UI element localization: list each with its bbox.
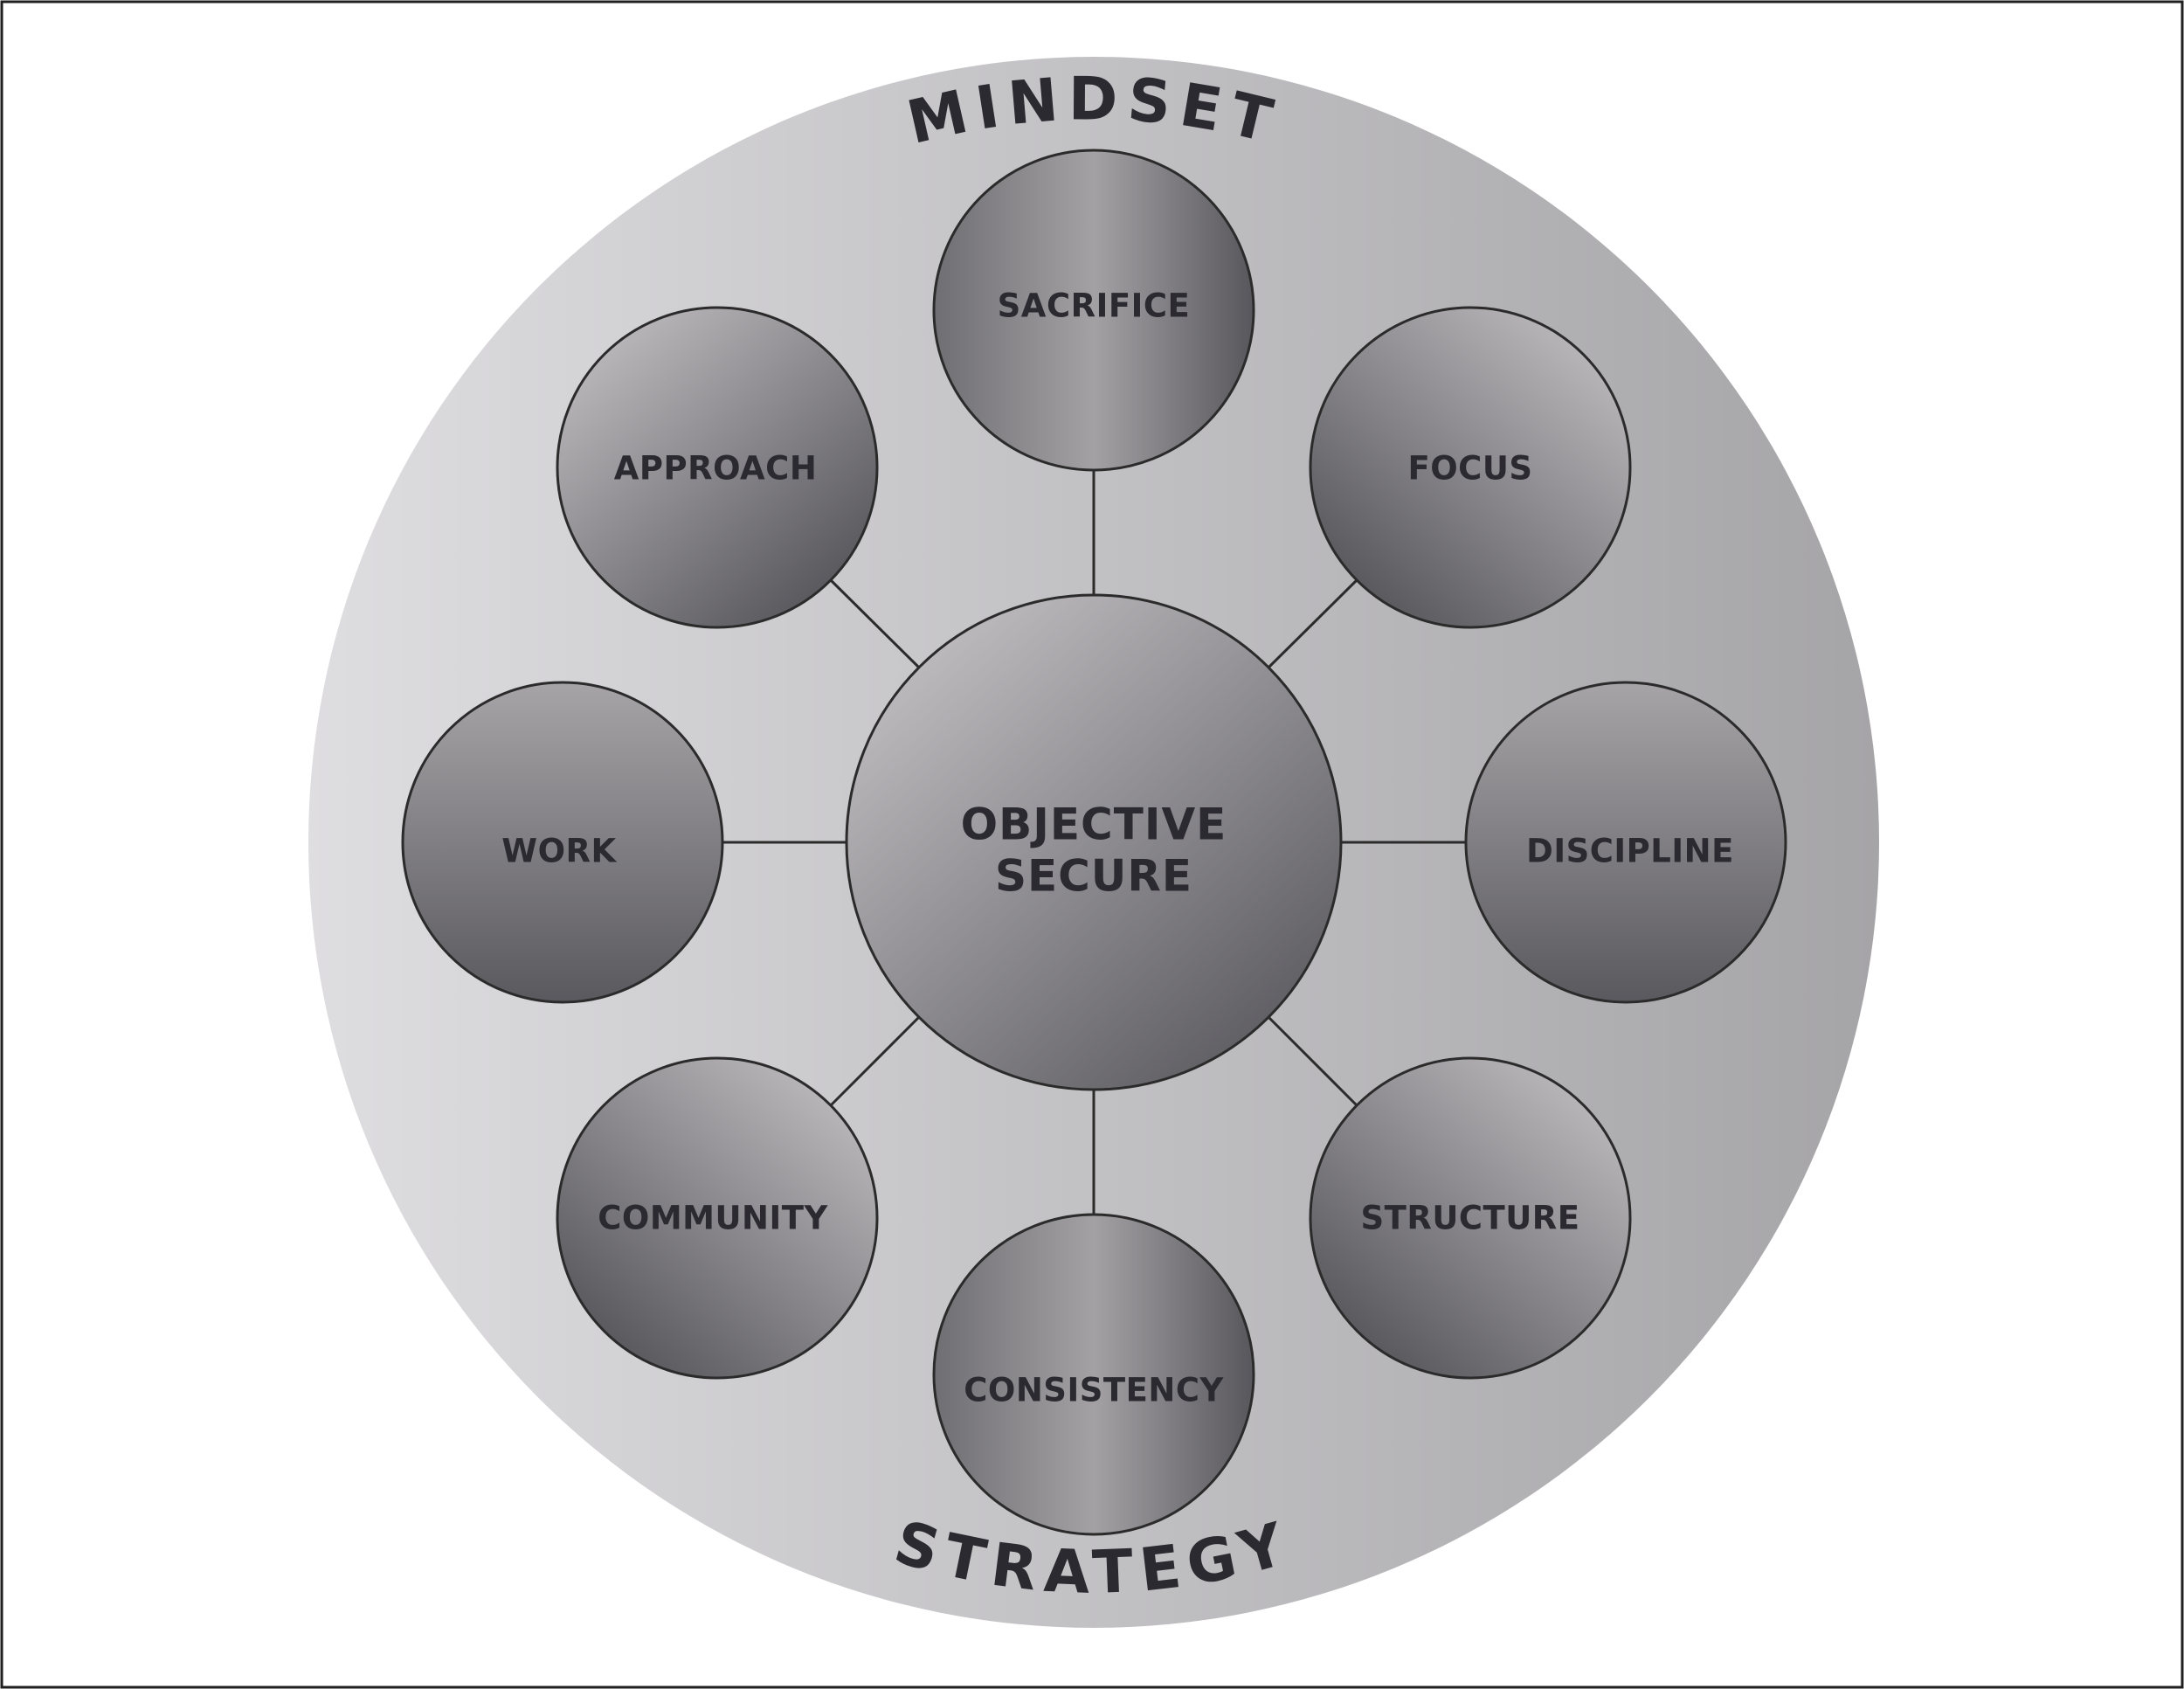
connector-focus	[1267, 578, 1358, 669]
node-work: WORK	[401, 681, 724, 1004]
node-label-work: WORK	[501, 833, 617, 870]
node-label-approach: APPROACH	[614, 450, 818, 488]
node-structure: STRUCTURE	[1309, 1056, 1632, 1380]
center-node: OBJECTIVE SECURE	[845, 593, 1343, 1091]
node-discipline: DISCIPLINE	[1464, 681, 1787, 1004]
connector-approach	[829, 578, 921, 669]
node-focus: FOCUS	[1309, 306, 1632, 629]
node-consistency: CONSISTENCY	[932, 1213, 1255, 1536]
node-label-consistency: CONSISTENCY	[964, 1372, 1224, 1409]
node-sacrifice: SACRIFICE	[932, 149, 1255, 472]
node-label-sacrifice: SACRIFICE	[998, 287, 1191, 325]
center-circle	[845, 593, 1343, 1091]
node-label-community: COMMUNITY	[598, 1200, 828, 1237]
center-label-line-2: SECURE	[995, 851, 1192, 902]
node-label-discipline: DISCIPLINE	[1526, 833, 1734, 870]
node-label-structure: STRUCTURE	[1360, 1200, 1579, 1237]
connector-structure	[1267, 1015, 1358, 1107]
node-label-focus: FOCUS	[1407, 450, 1532, 488]
center-label-line-1: OBJECTIVE	[961, 800, 1227, 850]
node-approach: APPROACH	[556, 306, 879, 629]
connector-community	[829, 1015, 921, 1107]
node-community: COMMUNITY	[556, 1056, 879, 1380]
connectors	[722, 470, 1468, 1214]
